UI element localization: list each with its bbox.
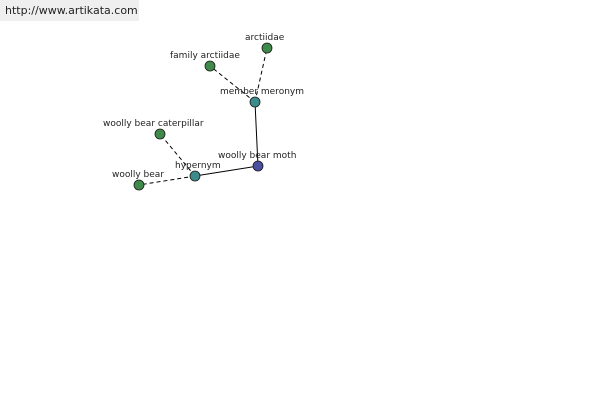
node-label-hypernym: hypernym [175, 161, 221, 171]
edge-hypernym-bear [138, 175, 196, 186]
watermark-url: http://www.artikata.com [5, 4, 138, 17]
node-dot-hypernym[interactable] [189, 170, 201, 182]
node-dot-caterpillar[interactable] [154, 128, 166, 140]
graph-node-center[interactable]: woolly bear moth [218, 151, 296, 172]
edge-center-hypernym [194, 165, 259, 177]
edge-meronym-family [209, 65, 256, 103]
node-dot-center[interactable] [252, 160, 264, 172]
node-label-bear: woolly bear [112, 170, 164, 180]
edge-meronym-arctiidae [254, 47, 268, 103]
node-label-caterpillar: woolly bear caterpillar [103, 119, 204, 129]
node-label-arctiidae: arctiidae [245, 33, 285, 43]
edge-hypernym-caterpillar [159, 133, 196, 177]
edge-center-meronym [254, 101, 259, 167]
node-dot-arctiidae[interactable] [261, 42, 273, 54]
node-dot-meronym[interactable] [249, 96, 261, 108]
node-dot-family[interactable] [204, 60, 216, 72]
graph-node-caterpillar[interactable]: woolly bear caterpillar [103, 119, 204, 140]
graph-node-family[interactable]: family arctiidae [170, 51, 240, 72]
graph-node-arctiidae[interactable]: arctiidae [245, 33, 285, 54]
node-label-center: woolly bear moth [218, 151, 296, 161]
node-dot-bear[interactable] [133, 179, 145, 191]
graph-node-bear[interactable]: woolly bear [112, 170, 164, 191]
graph-node-meronym[interactable]: member meronym [220, 87, 304, 108]
watermark-bar: http://www.artikata.com [0, 0, 139, 21]
graph-node-hypernym[interactable]: hypernym [175, 161, 221, 182]
node-label-meronym: member meronym [220, 87, 304, 97]
node-label-family: family arctiidae [170, 51, 240, 61]
edges-layer [138, 47, 268, 186]
